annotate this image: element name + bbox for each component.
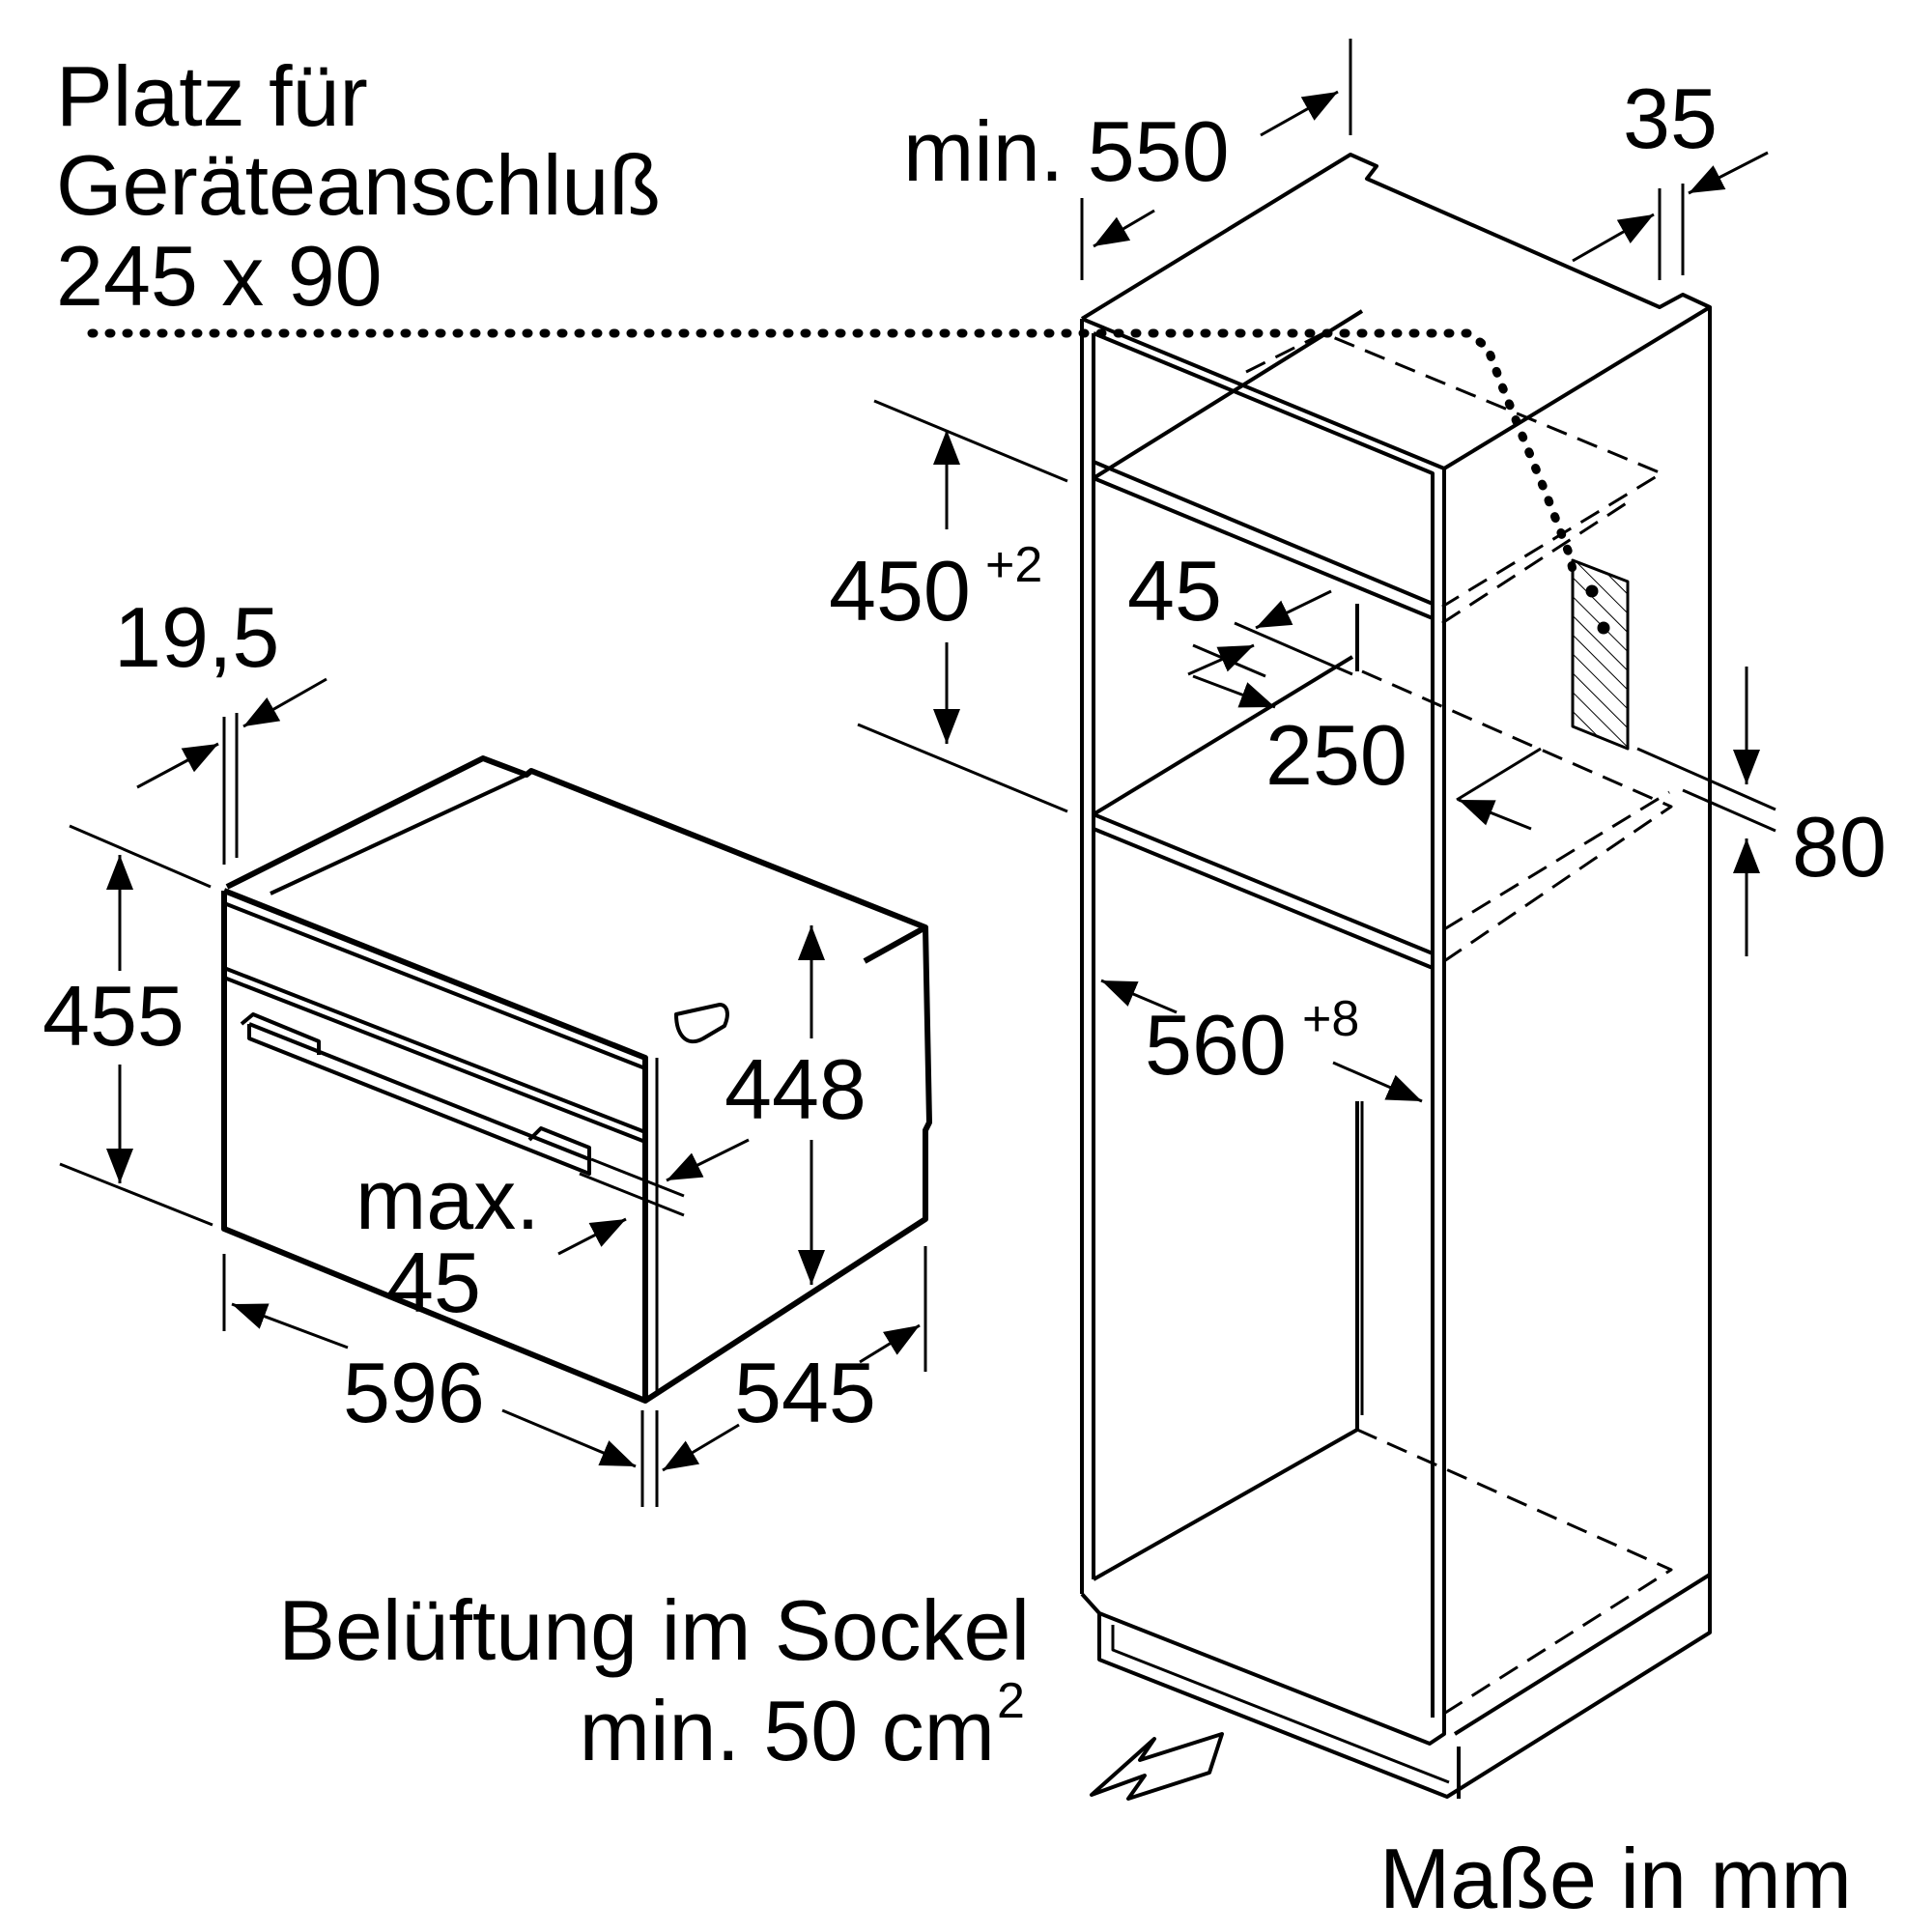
ventilation-note-line2: min. 50 cm — [580, 1683, 995, 1778]
handle-max-label: max. — [355, 1151, 540, 1247]
oven-fascia-line — [223, 901, 646, 1070]
ventilation-note: Belüftung im Sockel min. 50 cm 2 — [278, 1582, 1030, 1778]
appliance-height-label: 455 — [43, 968, 185, 1064]
front-depth-label: 19,5 — [114, 589, 279, 685]
cabinet-drawing — [87, 153, 1712, 1801]
inner-height-label: 448 — [724, 1041, 867, 1137]
handle-arrow-2 — [557, 1217, 627, 1256]
oven-handle — [240, 1003, 729, 1176]
niche-height-label: 450 — [829, 543, 971, 639]
handle-arrow-1 — [666, 1138, 750, 1182]
oven-door-line2 — [223, 976, 646, 1144]
appliance-width-label: 596 — [343, 1345, 485, 1440]
lower-shelf-back — [1092, 655, 1354, 816]
lower-shelf — [1093, 812, 1435, 970]
cabinet-top — [1080, 153, 1712, 470]
upper-shelf-back — [1092, 309, 1364, 480]
vent-opening-label: 250 — [1265, 707, 1407, 803]
hidden-lines — [1245, 331, 1673, 1717]
plinth — [1097, 1575, 1712, 1799]
plinth-inner — [1111, 1625, 1450, 1784]
min-depth-arrow-left — [1093, 209, 1155, 248]
socket-dot-1 — [1585, 584, 1599, 598]
front-depth-arrow-left — [136, 742, 219, 789]
appliance-depth-label: 545 — [734, 1345, 876, 1440]
niche-width-arrow-left — [1100, 979, 1178, 1014]
min-depth-label: min. 550 — [903, 103, 1230, 199]
upper-shelf — [1093, 460, 1435, 620]
ventilation-note-superscript: 2 — [997, 1673, 1025, 1729]
connection-note-line1: Platz für — [56, 48, 368, 144]
niche-width-label: 560 — [1145, 997, 1287, 1093]
socket-dot-2 — [1597, 621, 1610, 635]
offset-arrow-left — [1572, 213, 1655, 263]
connection-note: Platz für Geräteanschluß 245 x 90 — [56, 48, 661, 324]
front-depth-arrow-right — [242, 677, 327, 728]
niche-width-tolerance: +8 — [1302, 991, 1359, 1047]
oven-right-side — [643, 926, 932, 1404]
socket-height-label: 80 — [1792, 799, 1887, 895]
cabinet-bottom — [1093, 1428, 1358, 1581]
rail-arrow-2 — [1187, 643, 1255, 676]
oven-top-inner — [270, 773, 527, 895]
ventilation-note-line1: Belüftung im Sockel — [278, 1582, 1030, 1678]
cabinet-front-top — [1080, 317, 1446, 1746]
ventilation-arrow-icon — [1090, 1732, 1224, 1801]
depth-arrow-right — [859, 1323, 921, 1364]
width-arrow-left — [231, 1302, 349, 1350]
rail-depth-label: 45 — [1127, 543, 1222, 639]
offset-label: 35 — [1623, 71, 1718, 166]
socket-area-hatch — [1571, 558, 1630, 751]
width-arrow-right — [501, 1408, 637, 1468]
depth-arrow-left — [662, 1423, 740, 1472]
units-note: Maße in mm — [1379, 1831, 1852, 1926]
rail-arrow-1 — [1255, 589, 1332, 630]
min-depth-arrow-right — [1260, 90, 1339, 137]
oven-drawing — [221, 755, 932, 1404]
offset-arrow-right — [1688, 151, 1769, 195]
connection-zone-dotted — [87, 328, 1579, 584]
cabinet-front-top-inner — [1093, 331, 1435, 1718]
connection-note-line3: 245 x 90 — [56, 228, 383, 324]
rail-arrow-3 — [1192, 674, 1276, 709]
niche-width-arrow-right — [1332, 1061, 1423, 1103]
vent-arrow — [1458, 798, 1532, 831]
dimension-lines — [59, 39, 1776, 1507]
connection-note-line2: Geräteanschluß — [56, 137, 661, 233]
oven-top — [225, 755, 928, 964]
niche-height-tolerance: +2 — [985, 537, 1042, 593]
oven-door-line1 — [223, 966, 646, 1134]
